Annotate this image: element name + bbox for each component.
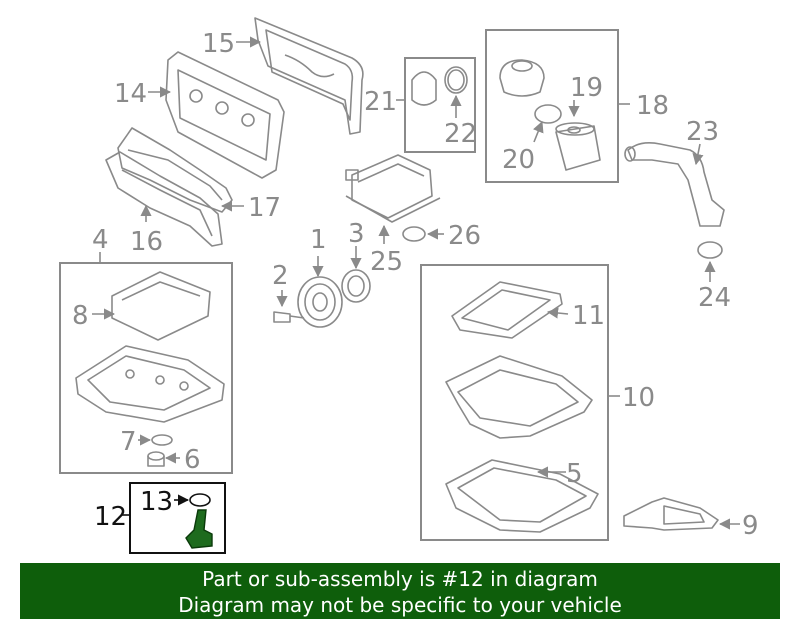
timing-cover [117, 127, 233, 213]
callout-17: 17 [248, 193, 281, 223]
seal-kit-group-box [404, 57, 476, 153]
oil-filter-group-box [485, 29, 619, 183]
callout-25: 25 [370, 247, 403, 277]
oil-filler-tube [624, 142, 725, 227]
drain-plug-washer [151, 434, 173, 446]
oil-pan-group-box [59, 262, 233, 474]
oil-pan-gasket [451, 281, 563, 339]
callout-22: 22 [444, 119, 477, 149]
valve-cover-gasket [254, 17, 364, 135]
callout-5: 5 [566, 459, 583, 489]
valve-cover [165, 51, 285, 179]
callout-14: 14 [114, 79, 147, 109]
callout-19: 19 [570, 73, 603, 103]
oil-cooler-o-ring [402, 226, 426, 242]
oil-cooler [345, 154, 441, 223]
callout-18: 18 [636, 91, 669, 121]
oil-filter-o-ring [534, 104, 562, 124]
callout-10: 10 [622, 383, 655, 413]
pulley-bolt [273, 311, 305, 323]
crankshaft-pulley [297, 276, 343, 328]
callout-8: 8 [72, 301, 89, 331]
splash-shield [623, 497, 719, 531]
callout-6: 6 [184, 445, 201, 475]
callout-16: 16 [130, 227, 163, 257]
callout-2: 2 [272, 261, 289, 291]
banner-line-2: Diagram may not be specific to your vehi… [178, 593, 622, 617]
info-banner: Part or sub-assembly is #12 in diagram D… [20, 563, 780, 619]
banner-line-1: Part or sub-assembly is #12 in diagram [202, 567, 598, 591]
oil-filter-housing [499, 59, 545, 97]
dipstick-group-box [129, 482, 226, 554]
callout-13: 13 [140, 487, 173, 517]
callout-11: 11 [572, 301, 605, 331]
callout-12: 12 [94, 502, 127, 532]
oil-pan-baffle [111, 271, 211, 341]
timing-cover-gasket [105, 151, 223, 247]
oil-filter-element [555, 122, 601, 171]
crankshaft-seal [341, 269, 371, 303]
oil-pan-assembly-group-box [420, 264, 609, 541]
callout-7: 7 [120, 427, 137, 457]
oil-pan [445, 355, 593, 439]
callout-21: 21 [364, 87, 397, 117]
callout-23: 23 [686, 117, 719, 147]
callout-24: 24 [698, 283, 731, 313]
upper-oil-pan [75, 345, 225, 423]
parts-diagram: 15 14 17 16 21 22 19 18 20 23 24 25 26 1… [59, 17, 759, 554]
callout-3: 3 [348, 219, 365, 249]
callout-9: 9 [742, 511, 759, 541]
callout-26: 26 [448, 221, 481, 251]
filler-tube-seal [697, 241, 723, 259]
callout-20: 20 [502, 145, 535, 175]
drain-plug [147, 451, 165, 467]
callout-1: 1 [310, 225, 327, 255]
lower-oil-pan [445, 459, 599, 533]
dipstick-o-ring [189, 493, 211, 507]
callout-4: 4 [92, 225, 109, 255]
seal-kit [411, 66, 468, 106]
dipstick-tube-highlighted [185, 509, 213, 549]
callout-15: 15 [202, 29, 235, 59]
